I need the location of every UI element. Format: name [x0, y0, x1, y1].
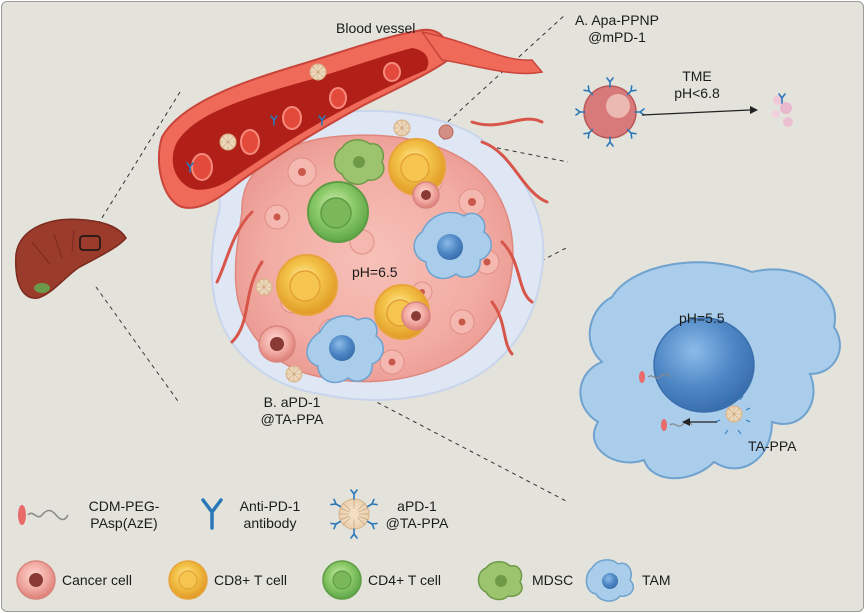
- cd4-t-cell-icon: [322, 560, 362, 600]
- blood-vessel: [158, 28, 544, 209]
- legend-label-mdsc: MDSC: [532, 572, 574, 588]
- nanoparticle-a-line2: @mPD-1: [588, 29, 646, 45]
- liver-icon: [15, 218, 127, 299]
- tam-cell-upper: [413, 211, 492, 280]
- tam-ph-label: pH=5.5: [679, 310, 725, 326]
- tam-cell-large: [579, 261, 841, 480]
- antibody-icon: [201, 498, 223, 530]
- tme-ph: pH<6.8: [674, 85, 720, 101]
- legend-label-tam: TAM: [642, 572, 671, 588]
- legend-nanoparticle-line2: @TA-PPA: [385, 515, 449, 531]
- nanoparticle-icon: [330, 489, 378, 539]
- released-fragments-icon: [772, 93, 793, 127]
- tam-icon: [585, 559, 634, 602]
- legend-label-cancer-cell: Cancer cell: [62, 572, 133, 588]
- legend-antibody-line1: Anti-PD-1: [239, 498, 301, 514]
- tme-label: TME pH<6.8: [664, 68, 730, 102]
- ta-ppa-label: TA-PPA: [748, 438, 797, 454]
- cancer-cell-icon: [16, 560, 56, 600]
- blood-vessel-label: Blood vessel: [336, 20, 416, 36]
- legend-label-cd8-t-cell: CD8+ T cell: [214, 572, 288, 588]
- cancer-cell-outer: [258, 181, 440, 363]
- legend-antibody-line2: antibody: [243, 515, 297, 531]
- nanoparticle-a-title: A. Apa-PPNP @mPD-1: [562, 12, 672, 46]
- cd4-t-cell: [307, 181, 369, 243]
- legend-item-nanoparticle: aPD-1 @TA-PPA: [382, 498, 452, 532]
- tam-cell-lower: [306, 315, 384, 384]
- tumor-ph-label: pH=6.5: [352, 264, 398, 280]
- mdsc-cell: [333, 139, 385, 185]
- nanoparticle-b-title: B. aPD-1 @TA-PPA: [242, 394, 342, 428]
- tme-line1: TME: [682, 68, 712, 84]
- tumor-tissue: [210, 109, 549, 401]
- legend-item-antibody: Anti-PD-1 antibody: [226, 498, 314, 532]
- legend-polymer-line1: CDM-PEG-: [88, 498, 160, 514]
- cd8-t-cell-cluster: [276, 138, 446, 340]
- legend-nanoparticle-line1: aPD-1: [397, 498, 437, 514]
- legend-label-cd4-t-cell: CD4+ T cell: [368, 572, 442, 588]
- nanoparticle-b-line1: B. aPD-1: [263, 394, 321, 410]
- arrow-icon: [641, 106, 758, 116]
- legend-item-polymer: CDM-PEG- PAsp(AzE): [72, 498, 176, 532]
- nanoparticles-in-tumor: [255, 115, 454, 383]
- mdsc-icon: [477, 561, 523, 601]
- legend-polymer-line2: PAsp(AzE): [90, 515, 158, 531]
- nanoparticle-b-line2: @TA-PPA: [260, 411, 324, 427]
- apa-ppnp-nanoparticle: [575, 77, 645, 147]
- polymer-chain-icon: [18, 505, 69, 525]
- cd8-t-cell-icon: [168, 560, 208, 600]
- nanoparticle-a-line1: A. Apa-PPNP: [574, 12, 660, 28]
